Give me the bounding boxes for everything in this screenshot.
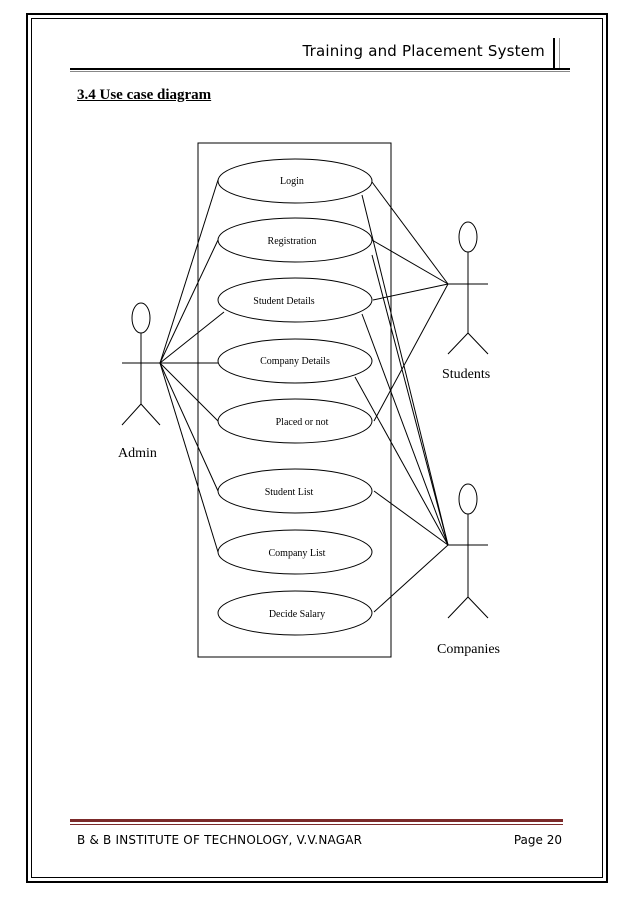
- actor-companies-head: [458, 483, 478, 515]
- use-case-student-list-label: Student List: [265, 487, 314, 498]
- students-associations: [371, 181, 449, 422]
- header-rule-shadow: [70, 71, 570, 72]
- assoc-admin-registration: [159, 239, 219, 364]
- assoc-admin-placed: [159, 362, 219, 422]
- use-case-company-list: Company List: [217, 529, 373, 575]
- assoc-students-placed: [373, 283, 449, 422]
- use-case-placed-or-not-label: Placed or not: [276, 417, 329, 428]
- actor-admin: [121, 302, 161, 426]
- system-boundary: [197, 142, 392, 658]
- use-case-decide-salary: Decide Salary: [217, 590, 373, 636]
- use-case-student-details: Student Details: [217, 277, 373, 323]
- use-case-company-list-label: Company List: [269, 548, 326, 559]
- page-border-outer: [26, 13, 608, 883]
- assoc-admin-login: [159, 179, 219, 364]
- use-case-student-details-label: Student Details: [253, 296, 314, 307]
- assoc-companies-decide-salary: [373, 544, 449, 613]
- actor-admin-head: [131, 302, 151, 334]
- use-case-decide-salary-label: Decide Salary: [269, 609, 325, 620]
- actor-students-label: Students: [442, 367, 490, 382]
- assoc-admin-student-list: [159, 362, 219, 492]
- actor-admin-label: Admin: [118, 446, 157, 461]
- header-title: Training and Placement System: [302, 42, 545, 60]
- assoc-students-student-details: [372, 283, 449, 301]
- section-heading: 3.4 Use case diagram: [77, 87, 212, 103]
- use-case-login-label: Login: [280, 176, 304, 187]
- actor-students: [447, 221, 489, 355]
- use-case-company-details-label: Company Details: [260, 356, 330, 367]
- header-rule: [70, 68, 570, 70]
- use-case-registration-label: Registration: [268, 236, 317, 247]
- footer-page-number: Page 20: [513, 833, 562, 847]
- footer-rule: [70, 819, 563, 822]
- assoc-companies-company-details: [354, 376, 449, 546]
- assoc-companies-student-list: [373, 490, 449, 546]
- assoc-companies-login: [361, 194, 449, 546]
- assoc-companies-registration: [371, 254, 449, 546]
- assoc-companies-student-details: [361, 313, 449, 546]
- assoc-admin-company-list: [159, 362, 219, 553]
- use-case-registration: Registration: [217, 217, 373, 263]
- use-case-placed-or-not: Placed or not: [217, 398, 373, 444]
- actor-students-head: [458, 221, 478, 253]
- footer-institute: B & B INSTITUTE OF TECHNOLOGY, V.V.NAGAR: [77, 833, 363, 847]
- companies-associations: [354, 194, 449, 613]
- header-tab-mark: [553, 38, 560, 68]
- page-border-inner: [31, 18, 603, 878]
- assoc-admin-student-details: [159, 311, 225, 364]
- footer-rule-thin: [70, 824, 563, 825]
- use-case-company-details: Company Details: [217, 338, 373, 384]
- actor-companies: [447, 483, 489, 619]
- use-case-login: Login: [217, 158, 373, 204]
- use-case-student-list: Student List: [217, 468, 373, 514]
- actor-companies-label: Companies: [437, 642, 500, 657]
- admin-associations: [159, 179, 225, 553]
- assoc-students-login: [371, 181, 449, 285]
- assoc-students-registration: [371, 239, 449, 285]
